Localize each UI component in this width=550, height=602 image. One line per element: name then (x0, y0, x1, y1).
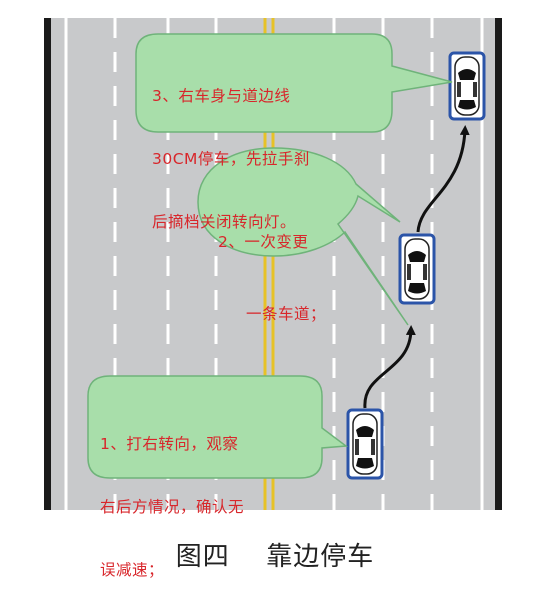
car-icon (398, 233, 436, 305)
right-road-edge (495, 18, 502, 510)
callout-bubble-step3 (135, 33, 453, 133)
callout-line: 3、右车身与道边线 (152, 87, 291, 105)
figure-title: 靠边停车 (266, 542, 375, 572)
callout-line: 30CM停车，先拉手刹 (152, 150, 310, 168)
arrow-icon (363, 325, 416, 409)
callout-text-step1: 1、打右转向，观察 右后方情况，确认无 误减速； (100, 392, 244, 602)
callout-text-step2: 2、一次变更 一条车道； (218, 182, 326, 350)
figure-number: 图四 (175, 542, 230, 572)
car-icon (448, 51, 486, 121)
callout-line: 2、一次变更 (218, 233, 309, 251)
callout-text-step3: 3、右车身与道边线 30CM停车，先拉手刹 后摘档关闭转向灯。 (152, 44, 310, 254)
callout-line: 右后方情况，确认无 (100, 498, 245, 516)
callout-bubble-step2 (197, 147, 409, 326)
callout-line: 误减速； (100, 561, 165, 579)
figure-caption: 图四 靠边停车 (0, 536, 550, 573)
left-road-edge (44, 18, 51, 510)
car-icon (346, 408, 384, 480)
callout-line: 一条车道； (246, 305, 327, 323)
callout-line: 后摘档关闭转向灯。 (152, 213, 297, 231)
callout-line: 1、打右转向，观察 (100, 435, 239, 453)
arrow-icon (416, 125, 470, 233)
callout-bubble-step1 (87, 375, 349, 479)
